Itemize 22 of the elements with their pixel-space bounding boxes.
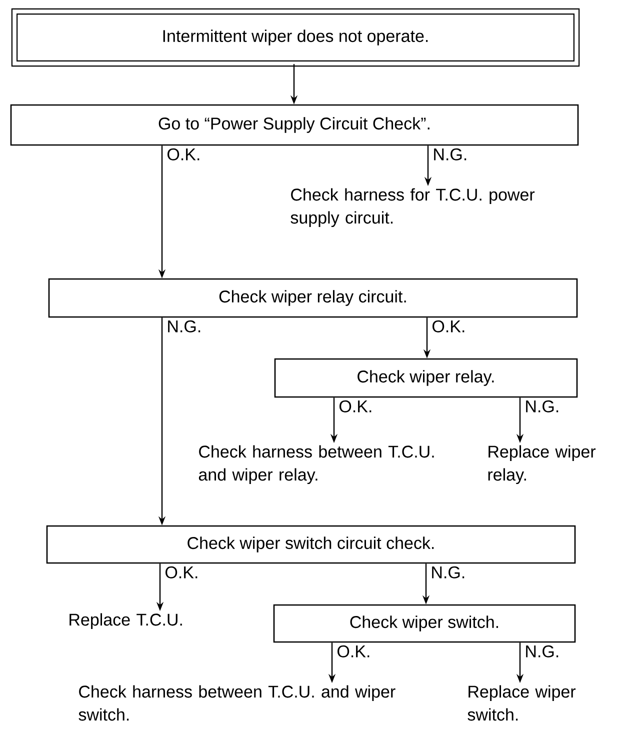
process-box: Check wiper relay. [274, 358, 578, 398]
edge-label: N.G. [165, 318, 204, 334]
edge-label: O.K. [335, 644, 372, 659]
result-text: Check harness between T.C.U. and wiper relay. [198, 445, 434, 484]
edge-label: N.G. [523, 398, 562, 414]
result-text: Replace T.C.U. [70, 613, 182, 630]
edge-label: O.K. [430, 318, 468, 334]
start-box: Intermittent wiper does not operate. [11, 8, 580, 67]
edge-label: N.G. [429, 564, 468, 580]
process-box: Go to “Power Supply Circuit Check”. [10, 104, 579, 146]
edge-label: N.G. [431, 146, 470, 162]
edge-label: O.K. [337, 398, 374, 414]
result-text: Check harness for T.C.U. power supply circuit. [290, 188, 535, 228]
result-text: Replace wiper switch. [468, 685, 576, 721]
process-box: Check wiper relay circuit. [48, 278, 578, 318]
process-box: Check wiper switch circuit check. [46, 525, 576, 564]
result-text: Check harness between T.C.U. and wiper switch. [78, 685, 396, 721]
edge-label: N.G. [523, 644, 562, 659]
result-text: Replace wiper relay. [488, 445, 596, 484]
process-box: Check wiper switch. [273, 604, 576, 643]
edge-label: O.K. [165, 146, 202, 162]
edge-label: O.K. [163, 564, 200, 580]
